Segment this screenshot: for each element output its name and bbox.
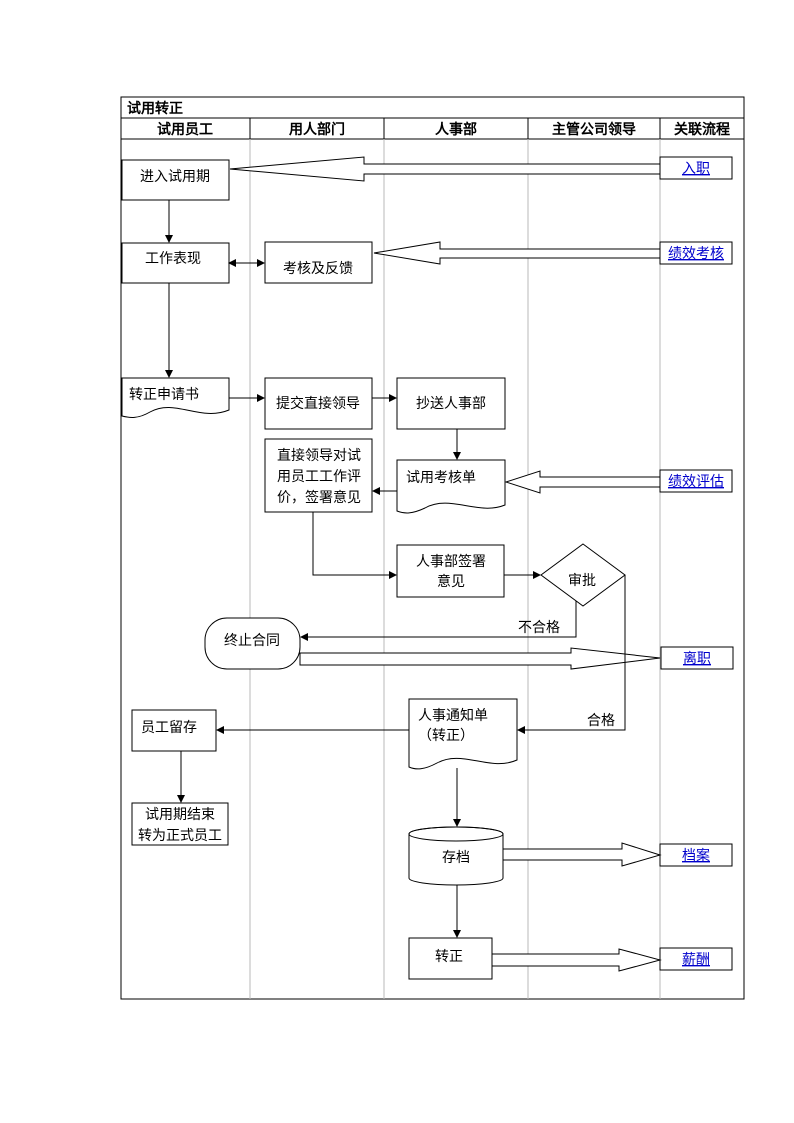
node-retain: 员工留存 — [141, 720, 197, 736]
node-application-document — [121, 377, 230, 418]
link-box-salary — [659, 947, 733, 971]
edge-label-pass: 合格 — [587, 713, 615, 729]
node-cc-hr-box — [396, 377, 506, 430]
column-header-department: 用人部门 — [289, 121, 345, 138]
block-arrow-salary — [491, 948, 662, 972]
link-onboarding[interactable]: 入职 — [682, 161, 710, 177]
link-performance-assessment[interactable]: 绩效考核 — [668, 246, 724, 262]
edge-label-fail: 不合格 — [518, 620, 560, 636]
node-end-line-2: 转为正式员工 — [138, 828, 222, 844]
node-approve: 审批 — [568, 573, 596, 589]
block-arrow-performance-assessment — [373, 241, 661, 265]
column-header-employee: 试用员工 — [157, 121, 213, 138]
node-assessment-form-document — [396, 459, 506, 514]
node-notice-line-2: （转正） — [418, 728, 474, 744]
link-archives[interactable]: 档案 — [682, 847, 710, 864]
node-terminate: 终止合同 — [224, 633, 280, 649]
node-leader-eval-box — [264, 438, 373, 513]
link-resignation[interactable]: 离职 — [683, 650, 711, 667]
node-archive: 存档 — [442, 850, 470, 866]
node-assess-feedback: 考核及反馈 — [283, 261, 353, 277]
column-header-related: 关联流程 — [674, 121, 730, 138]
link-salary[interactable]: 薪酬 — [682, 952, 710, 968]
link-performance-evaluation[interactable]: 绩效评估 — [668, 474, 724, 490]
node-archive-cylinder-top — [408, 826, 504, 842]
node-end-box — [131, 802, 229, 846]
node-submit-leader-box — [264, 377, 373, 430]
node-hr-sign-line-2: 意见 — [437, 573, 465, 590]
block-arrow-archives — [502, 842, 662, 867]
link-box-resignation — [660, 646, 734, 670]
node-cc-hr: 抄送人事部 — [416, 396, 486, 412]
node-assessment-form: 试用考核单 — [406, 470, 476, 486]
block-arrow-onboarding — [229, 156, 661, 182]
node-hr-sign-box — [396, 544, 505, 598]
node-work-performance: 工作表现 — [145, 251, 201, 267]
column-header-leader: 主管公司领导 — [552, 121, 636, 138]
node-terminate-box — [204, 617, 301, 670]
node-notice-line-1: 人事通知单 — [418, 707, 488, 724]
node-enter-probation: 进入试用期 — [140, 169, 210, 185]
node-application: 转正申请书 — [129, 387, 199, 403]
node-enter-probation-box — [121, 159, 230, 201]
node-regularize: 转正 — [435, 949, 463, 965]
node-notice-document — [408, 698, 518, 770]
node-approve-diamond — [540, 543, 626, 607]
node-submit-leader: 提交直接领导 — [276, 395, 360, 412]
arrow-eval-to-hrsign — [312, 512, 397, 579]
page-title: 试用转正 — [127, 100, 183, 117]
node-leader-eval-line-2: 用员工工作评 — [277, 469, 361, 485]
column-header-hr: 人事部 — [435, 121, 477, 138]
node-hr-sign-line-1: 人事部签署 — [416, 553, 486, 570]
node-work-performance-box — [121, 242, 230, 284]
arrow-approve-pass — [517, 575, 626, 734]
node-end-line-1: 试用期结束 — [145, 807, 215, 823]
block-arrow-resignation — [299, 647, 661, 670]
node-retain-box — [131, 709, 217, 752]
node-leader-eval-line-1: 直接领导对试 — [277, 447, 361, 464]
arrow-approve-fail — [300, 601, 577, 641]
node-leader-eval-line-3: 价，签署意见 — [277, 489, 361, 506]
node-assess-feedback-box — [264, 241, 373, 284]
block-arrow-performance-evaluation — [504, 470, 661, 494]
